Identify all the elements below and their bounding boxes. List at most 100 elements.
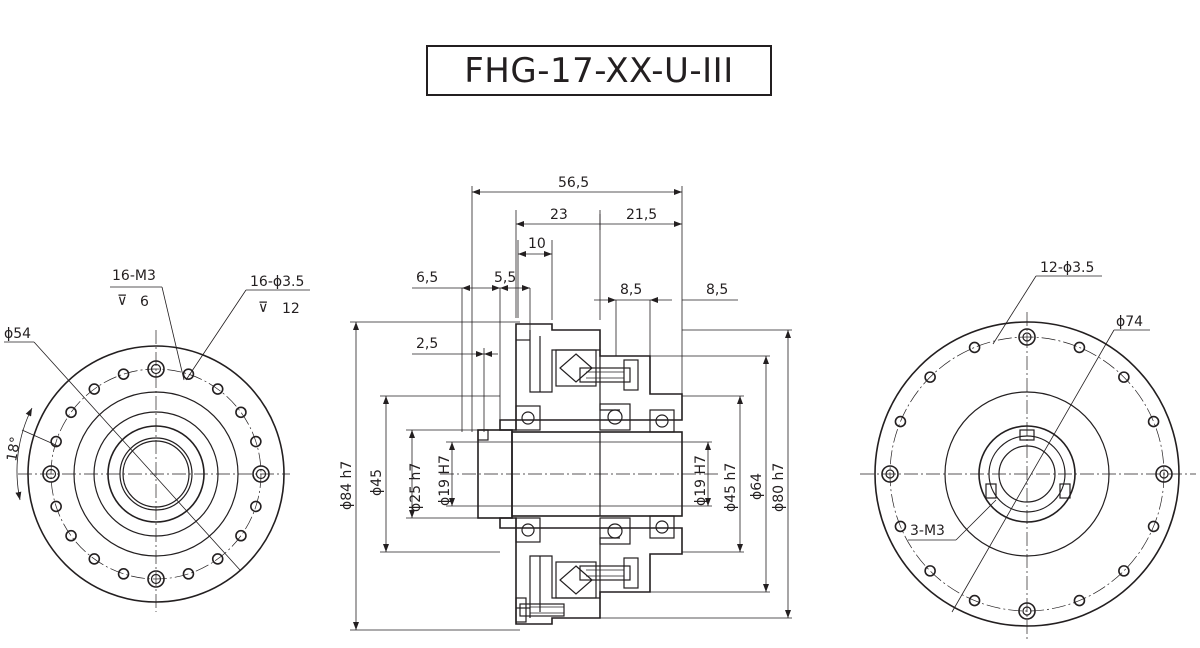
bearings xyxy=(515,349,675,599)
dim-phi84: ϕ84 h7 xyxy=(339,461,355,510)
left-hole xyxy=(182,568,195,580)
dim-phi64: ϕ64 xyxy=(749,473,765,500)
dim-21-5: 21,5 xyxy=(626,207,657,223)
m3-right-label: 3-M3 xyxy=(910,523,945,539)
m3-label: 16-M3 xyxy=(112,268,156,284)
left-hole xyxy=(250,435,262,448)
tap-depth-symbol: ⊽ xyxy=(117,293,127,309)
left-front-view: ϕ54 16-M3 ⊽ 6 16-ϕ3.5 ⊽ 12 18° xyxy=(4,268,310,612)
shaft-section xyxy=(477,429,683,519)
left-hole xyxy=(252,465,270,483)
dim-phi80: ϕ80 h7 xyxy=(771,463,787,512)
right-outer-circle xyxy=(874,321,1180,627)
right-hole-inner xyxy=(1022,332,1032,342)
dim-8-5-a: 8,5 xyxy=(620,282,642,298)
phi74-label: ϕ74 xyxy=(1116,314,1143,330)
left-hole xyxy=(42,465,60,483)
right-hole xyxy=(1073,594,1086,607)
tap-depth-label: 6 xyxy=(140,294,149,310)
right-hole xyxy=(894,415,907,428)
right-hole xyxy=(894,520,907,533)
dim-8-5-b: 8,5 xyxy=(706,282,728,298)
left-hole xyxy=(117,568,130,580)
phi35-leader xyxy=(185,289,247,381)
left-step-circle xyxy=(93,411,219,537)
left-bore-inner-circle xyxy=(122,440,190,508)
angle-label: 18° xyxy=(4,435,24,462)
left-hole xyxy=(211,553,224,565)
left-hole xyxy=(117,368,130,380)
right-hole xyxy=(1018,602,1036,620)
dim-5-5: 5,5 xyxy=(494,270,516,286)
left-hole xyxy=(65,406,77,419)
right-hole xyxy=(881,465,899,483)
right-hole xyxy=(1147,415,1160,428)
left-hole xyxy=(147,360,165,378)
right-hole xyxy=(1073,341,1086,354)
left-bore-outer-circle xyxy=(107,425,205,523)
right-hole xyxy=(968,341,981,354)
right-holes-leader xyxy=(992,275,1037,345)
dim-2-5: 2,5 xyxy=(416,336,438,352)
bolts xyxy=(515,359,639,623)
m3-right-leader xyxy=(955,499,997,541)
cbore-symbol: ⊽ xyxy=(258,300,268,316)
dim-phi45h7: ϕ45 h7 xyxy=(723,463,739,512)
right-hole xyxy=(1118,371,1130,383)
left-hub-circle xyxy=(73,391,239,557)
right-front-view: 12-ϕ3.5 ϕ74 3-M3 xyxy=(860,260,1196,640)
left-hole-inner xyxy=(255,468,267,480)
right-bore-outer-circle xyxy=(978,425,1076,523)
left-hole xyxy=(50,435,62,448)
right-hub-circle xyxy=(944,391,1110,557)
dim-10: 10 xyxy=(528,236,546,252)
left-hole xyxy=(211,383,224,395)
right-hole-inner xyxy=(885,469,895,479)
right-hole xyxy=(1118,565,1130,577)
right-hole xyxy=(924,371,936,383)
left-hole-inner xyxy=(150,573,162,585)
right-hole-inner xyxy=(1159,469,1169,479)
phi74-leader xyxy=(951,329,1115,613)
dim-phi45: ϕ45 xyxy=(369,469,385,496)
right-hole xyxy=(968,594,981,607)
keyway-left xyxy=(985,483,997,499)
title-box: FHG-17-XX-U-III xyxy=(426,45,772,96)
left-bolt-circle xyxy=(50,368,262,580)
dim-6-5: 6,5 xyxy=(416,270,438,286)
left-hole xyxy=(50,500,62,513)
right-holes-label: 12-ϕ3.5 xyxy=(1040,260,1094,276)
left-hole xyxy=(88,553,101,565)
right-hole xyxy=(1155,465,1173,483)
phi54-label: ϕ54 xyxy=(4,326,31,342)
right-hole-inner xyxy=(1022,606,1032,616)
right-bolt-circle xyxy=(889,336,1165,612)
left-hole xyxy=(147,570,165,588)
left-hole-inner xyxy=(150,363,162,375)
drawing-title: FHG-17-XX-U-III xyxy=(464,50,734,91)
dim-23: 23 xyxy=(550,207,568,223)
left-hole xyxy=(235,406,247,419)
angle-arc xyxy=(15,407,33,501)
m3-leader xyxy=(161,286,185,381)
keyway-right xyxy=(1059,483,1071,499)
dim-56-5: 56,5 xyxy=(558,175,589,191)
right-bore-circle xyxy=(988,435,1066,513)
phi35-label: 16-ϕ3.5 xyxy=(250,274,304,290)
left-bore-circle xyxy=(119,437,193,511)
dim-phi19-left: ϕ19 H7 xyxy=(437,455,453,506)
right-hole xyxy=(924,565,936,577)
phi54-leader xyxy=(33,341,241,571)
left-hole xyxy=(88,383,101,395)
right-hole xyxy=(1018,328,1036,346)
right-hole-pattern xyxy=(881,328,1173,620)
left-hole-pattern xyxy=(42,360,270,588)
keyway-top xyxy=(1019,429,1035,441)
left-hole-inner xyxy=(45,468,57,480)
dim-phi25: ϕ25 h7 xyxy=(408,463,424,512)
left-hole xyxy=(65,529,77,542)
left-hole xyxy=(182,368,195,380)
right-hole xyxy=(1147,520,1160,533)
side-section-view: 56,5 23 21,5 10 6,5 5,5 8,5 8,5 2,5 ϕ84 … xyxy=(339,175,792,631)
